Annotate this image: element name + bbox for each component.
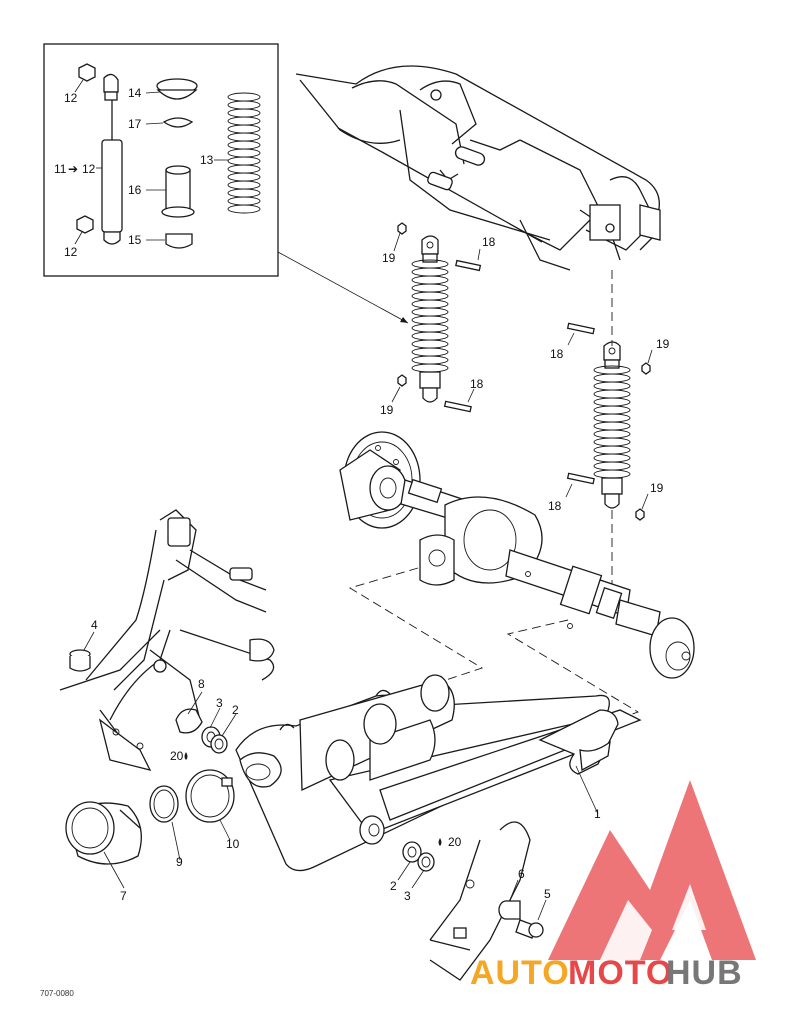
callout-19-c: 19 <box>656 337 670 351</box>
callout-15: 15 <box>128 233 142 247</box>
callout-13: 13 <box>200 153 214 167</box>
callout-4: 4 <box>91 618 98 632</box>
callout-19-b: 19 <box>380 403 394 417</box>
pivot-parts-left <box>65 691 237 889</box>
callout-20-a: 20 <box>170 749 184 763</box>
callout-arrow: ➔ <box>68 162 78 176</box>
pivot-parts-right <box>397 821 547 981</box>
callout-9: 9 <box>176 855 183 869</box>
callout-12-mid: 12 <box>82 162 96 176</box>
callout-3-b: 3 <box>404 889 411 903</box>
svg-text:MOTO: MOTO <box>568 954 673 992</box>
drawing-code: 707-0080 <box>40 989 74 998</box>
shock-absorber-left <box>391 222 482 413</box>
callout-12-top: 12 <box>64 91 78 105</box>
shock-components-inset <box>43 43 409 324</box>
rear-axle-assembly <box>339 431 695 679</box>
callout-5: 5 <box>544 887 551 901</box>
callout-20-b: 20 <box>448 835 462 849</box>
callout-18-a: 18 <box>482 235 496 249</box>
callout-19-a: 19 <box>382 251 396 265</box>
callout-10: 10 <box>226 837 240 851</box>
svg-text:AUTO: AUTO <box>470 954 570 992</box>
watermark-text: AUTO MOTO HUB <box>470 954 743 992</box>
callout-17: 17 <box>128 117 142 131</box>
callout-1: 1 <box>594 807 601 821</box>
coil-spring-13 <box>227 92 261 214</box>
callout-19-d: 19 <box>650 481 664 495</box>
svg-text:HUB: HUB <box>666 954 743 992</box>
callout-2-b: 2 <box>390 879 397 893</box>
shock-absorber-right <box>565 270 653 600</box>
front-frame-section <box>59 509 275 771</box>
rear-frame <box>295 65 661 271</box>
callout-14: 14 <box>128 86 142 100</box>
swing-arm-1 <box>235 674 642 872</box>
callout-12-bottom: 12 <box>64 245 78 259</box>
callout-11: 11 <box>54 162 67 176</box>
callout-6: 6 <box>518 867 525 881</box>
callout-16: 16 <box>128 183 142 197</box>
automotohub-watermark <box>548 780 756 960</box>
callout-18-d: 18 <box>548 499 562 513</box>
bumper-4 <box>69 631 95 672</box>
callout-18-b: 18 <box>470 377 484 391</box>
callout-8: 8 <box>198 677 205 691</box>
callout-3-a: 3 <box>216 696 223 710</box>
callout-18-c: 18 <box>550 347 564 361</box>
callout-7: 7 <box>120 889 127 903</box>
callout-2-a: 2 <box>232 703 239 717</box>
